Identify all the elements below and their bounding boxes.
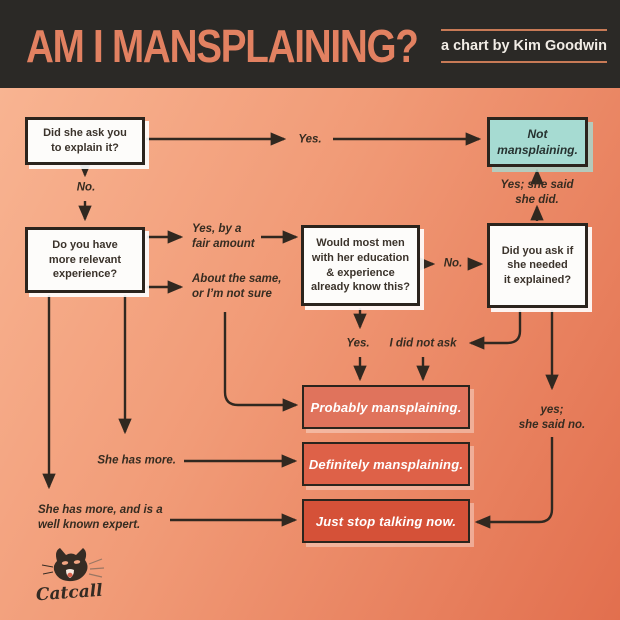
edge-label-yes-top: Yes. [298, 133, 322, 146]
edge-label-about-the-same: About the same, or I’m not sure [192, 273, 282, 300]
edge-label-yes-she-said-she-did: Yes; she said she did. [500, 179, 574, 206]
catcall-logo: Catcall [35, 547, 126, 607]
node-did-you-ask: Did you ask if she needed it explained? [487, 223, 588, 308]
node-did-she-ask: Did she ask you to explain it? [25, 117, 145, 165]
node-would-most-men-know: Would most men with her education & expe… [301, 225, 420, 306]
node-definitely-mansplaining: Definitely mansplaining. [302, 442, 470, 486]
chart-title: AM I MANSPLAINING? [26, 20, 419, 72]
edge-label-yes-by-fair-amount: Yes, by a fair amount [192, 223, 255, 250]
node-just-stop-talking: Just stop talking now. [302, 499, 470, 543]
node-more-relevant-experience: Do you have more relevant experience? [25, 227, 145, 293]
catcall-wordmark: Catcall [35, 580, 104, 606]
cat-icon [41, 548, 105, 582]
edge-label-yes-she-said-no: yes; she said no. [518, 404, 586, 431]
edge-label-she-has-more-expert: She has more, and is a well known expert… [38, 504, 163, 531]
edge-label-she-has-more: She has more. [97, 454, 176, 467]
edge-label-no-first: No. [76, 181, 96, 194]
edge-label-yes-below: Yes. [346, 337, 370, 350]
node-probably-mansplaining: Probably mansplaining. [302, 385, 470, 429]
node-not-mansplaining: Not mansplaining. [487, 117, 588, 167]
header-bar: AM I MANSPLAINING? a chart by Kim Goodwi… [0, 0, 620, 88]
edge-label-no-mid: No. [443, 257, 463, 270]
edge-label-i-did-not-ask: I did not ask [389, 337, 457, 350]
byline: a chart by Kim Goodwin [441, 29, 607, 63]
